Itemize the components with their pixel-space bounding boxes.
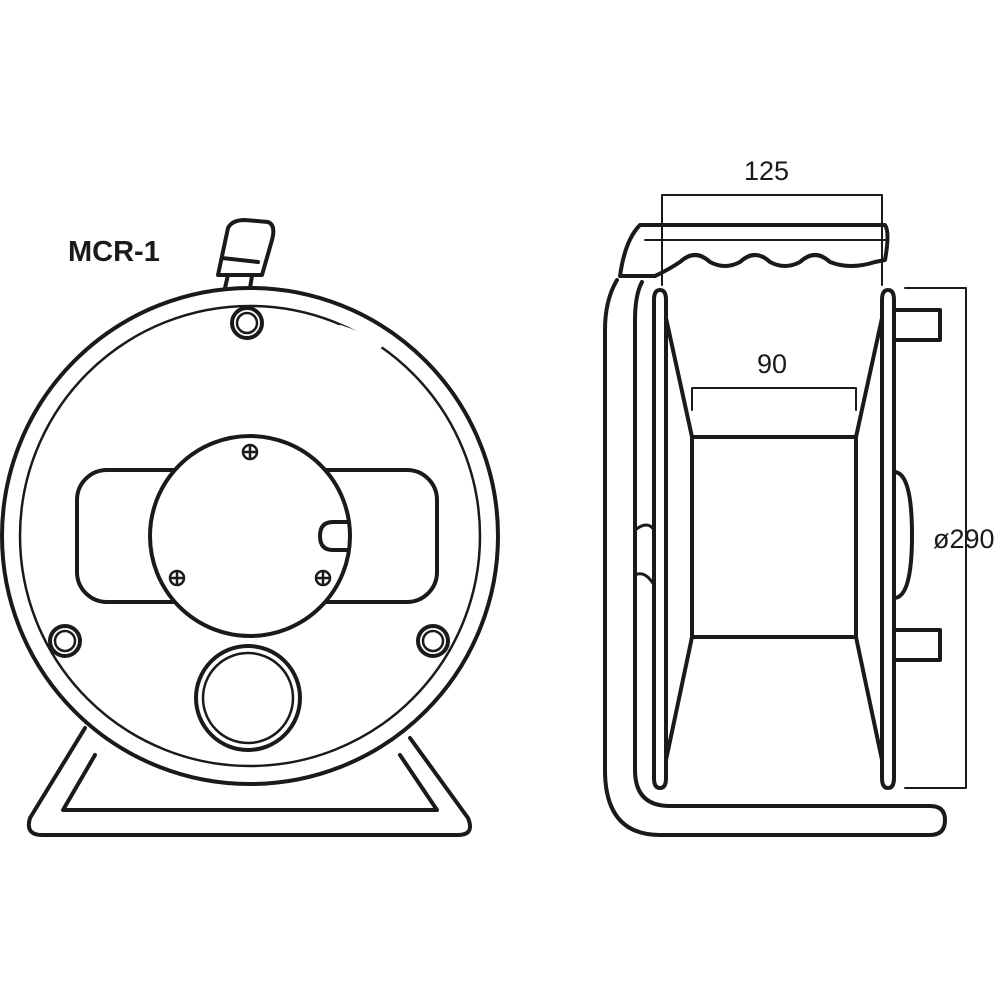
bolt-icons: [48, 306, 450, 658]
stand-outer: [26, 726, 472, 837]
right-flange: [880, 288, 896, 790]
frame-tube-outer: [618, 223, 890, 278]
dimension-width-inner: 90: [757, 349, 788, 379]
upper-bolt: [892, 308, 942, 342]
cable-outlet: [194, 644, 302, 752]
hub-notch: [318, 520, 350, 552]
dimension-diameter: ø290: [933, 524, 995, 554]
screw-icons: [168, 443, 332, 587]
drum: [664, 316, 884, 762]
stand-inner: [61, 753, 439, 812]
dimension-width-outer: 125: [744, 156, 790, 186]
left-flange: [652, 288, 668, 790]
front-view: [0, 218, 500, 837]
side-view: [603, 194, 967, 837]
handle-icon: [216, 218, 276, 277]
reel-flange-outer: [0, 286, 500, 786]
dimension-lines: [661, 194, 967, 789]
reel-flange-inner: [18, 304, 482, 768]
lower-bolt: [892, 628, 942, 662]
model-label: MCR-1: [68, 236, 160, 268]
hub: [148, 434, 352, 638]
side-hub: [892, 470, 914, 600]
